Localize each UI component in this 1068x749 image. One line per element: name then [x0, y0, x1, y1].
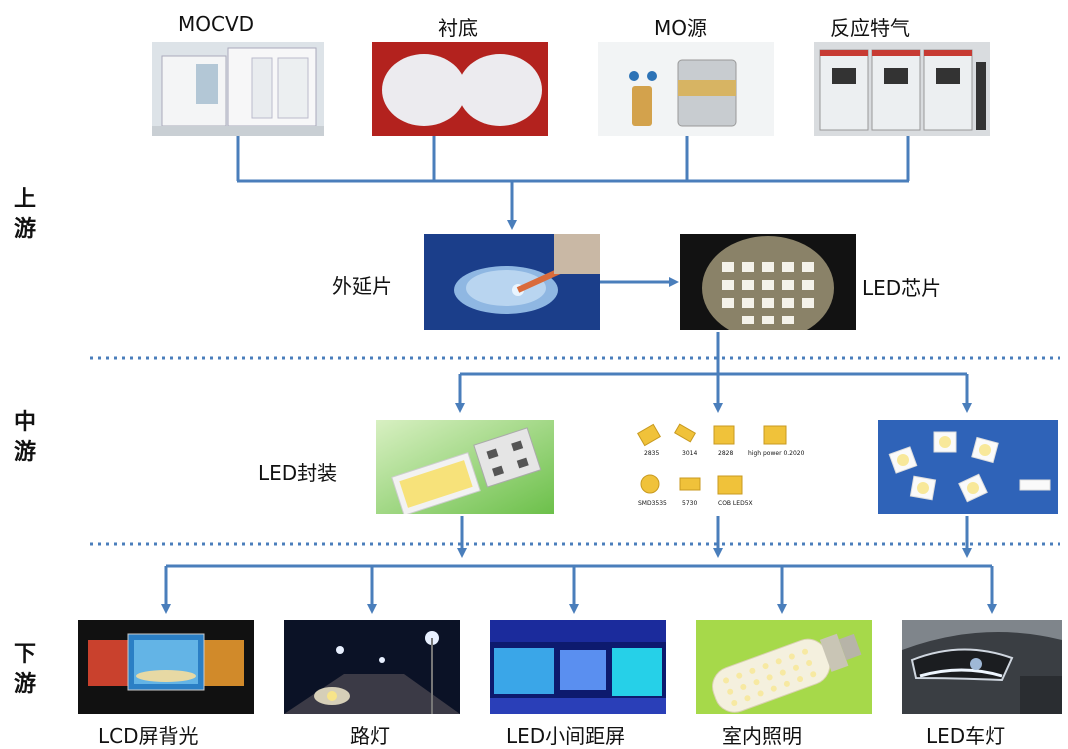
lcd-backlight-label: LCD屏背光 [98, 724, 199, 748]
led-chip-label: LED芯片 [862, 276, 942, 300]
specialty-gas-label: 反应特气 [830, 16, 910, 40]
mo-source-label: MO源 [654, 16, 707, 40]
indoor-lighting-bulb-photo [696, 620, 872, 714]
indoor-lighting-label: 室内照明 [722, 724, 802, 748]
pkg-type-2835: 2835 [644, 450, 660, 457]
mocvd-label: MOCVD [178, 12, 255, 36]
pkg-type-2828: 2828 [718, 450, 734, 457]
pkg-type-cob: COB LED5X [718, 500, 753, 507]
lcd-backlight-photo [78, 620, 254, 714]
street-light-label: 路灯 [350, 724, 390, 748]
led-car-light-label: LED车灯 [926, 724, 1006, 748]
epiwafer-photo [424, 234, 600, 330]
pkg-type-5730: 5730 [682, 500, 698, 507]
pkg-type-3014: 3014 [682, 450, 698, 457]
substrate-wafer-photo [372, 42, 548, 136]
led-smd-cluster-photo [878, 420, 1058, 514]
substrate-label: 衬底 [438, 16, 478, 40]
section-label-upstream: 上 游 [13, 187, 36, 242]
mo-source-canister-photo [598, 42, 774, 136]
led-package-photo [376, 420, 554, 514]
section-label-downstream: 下 游 [13, 642, 36, 697]
pkg-type-smd3535: SMD3535 [638, 500, 667, 507]
section-label-midstream: 中 游 [13, 410, 36, 465]
street-light-photo [284, 620, 460, 714]
led-package-types-photo: 2835 3014 2828 high power 0.2020 SMD3535… [630, 420, 808, 514]
pkg-type-high-power: high power 0.2020 [748, 450, 805, 457]
led-fine-pitch-screen-photo [490, 620, 666, 714]
mocvd-machine-photo [152, 42, 324, 136]
epiwafer-label: 外延片 [332, 274, 392, 298]
led-fine-pitch-label: LED小间距屏 [506, 724, 626, 748]
led-car-light-photo [902, 620, 1062, 714]
specialty-gas-cabinet-photo [814, 42, 990, 136]
led-package-label: LED封装 [258, 461, 338, 485]
led-chip-photo [680, 234, 856, 330]
